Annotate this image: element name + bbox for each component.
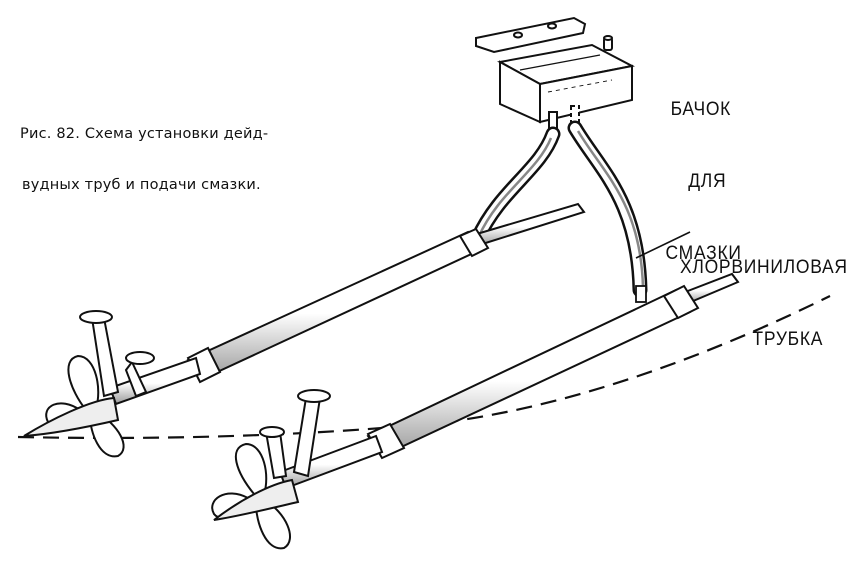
tank-label: Бачок для смазки	[660, 50, 742, 314]
caption-line-1: Рис. 82. Схема установки дейд-	[20, 126, 269, 142]
figure-caption: Рис. 82. Схема установки дейд- вудных тр…	[20, 92, 268, 228]
vinyl-tube-left	[470, 126, 561, 246]
tube-label-line-2: трубка	[752, 329, 824, 350]
tank-label-line-3: смазки	[665, 243, 742, 264]
tank-label-line-2: для	[688, 171, 727, 192]
tube-leader-line	[635, 231, 691, 259]
propeller-lower	[211, 389, 331, 550]
lubrication-tank	[475, 16, 635, 135]
tube-label: Хлорвиниловая трубка	[680, 208, 848, 400]
tube-label-line-1: Хлорвиниловая	[680, 257, 848, 278]
caption-line-2: вудных труб и подачи смазки.	[22, 177, 261, 193]
propeller-upper	[23, 310, 155, 458]
tank-label-line-1: Бачок	[670, 99, 732, 120]
vinyl-tube-right	[567, 120, 648, 303]
